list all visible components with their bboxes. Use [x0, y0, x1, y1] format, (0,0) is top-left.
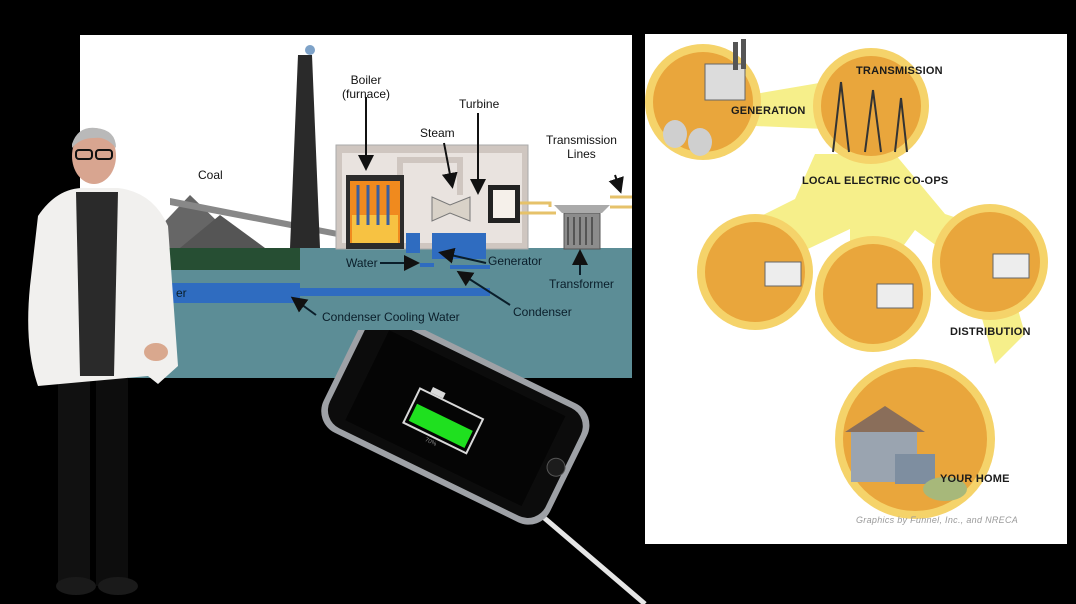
label-your-home: YOUR HOME [940, 473, 1010, 485]
battery-level-fill [408, 403, 473, 448]
label-generator: Generator [488, 254, 543, 268]
label-local-electric-coops: LOCAL ELECTRIC CO-OPS [802, 175, 949, 187]
label-coal: Coal [198, 168, 223, 182]
power-plant-illustration [80, 45, 632, 378]
label-partial-left: er [176, 286, 187, 300]
graphics-credit: Graphics by Funnel, Inc., and NRECA [856, 515, 1019, 525]
label-condenser-cooling-water: Condenser Cooling Water [322, 310, 460, 324]
label-transmission: TRANSMISSION [856, 65, 943, 77]
distribution-illustration [645, 39, 1048, 519]
label-transformer: Transformer [549, 277, 614, 291]
label-generation: GENERATION [731, 105, 806, 117]
label-condenser: Condenser [513, 305, 572, 319]
label-boiler: Boiler (furnace) [342, 73, 391, 101]
label-turbine: Turbine [459, 97, 500, 111]
label-distribution: DISTRIBUTION [950, 326, 1031, 338]
charging-phone [321, 330, 647, 604]
presenter-figure [28, 127, 179, 595]
label-water: Water [346, 256, 378, 270]
power-plant-diagram: Boiler (furnace) Turbine Steam Transmiss… [80, 35, 632, 378]
label-steam: Steam [420, 126, 455, 140]
label-transmission-lines: Transmission Lines [546, 133, 617, 161]
distribution-diagram: GENERATION TRANSMISSION LOCAL ELECTRIC C… [645, 34, 1067, 544]
